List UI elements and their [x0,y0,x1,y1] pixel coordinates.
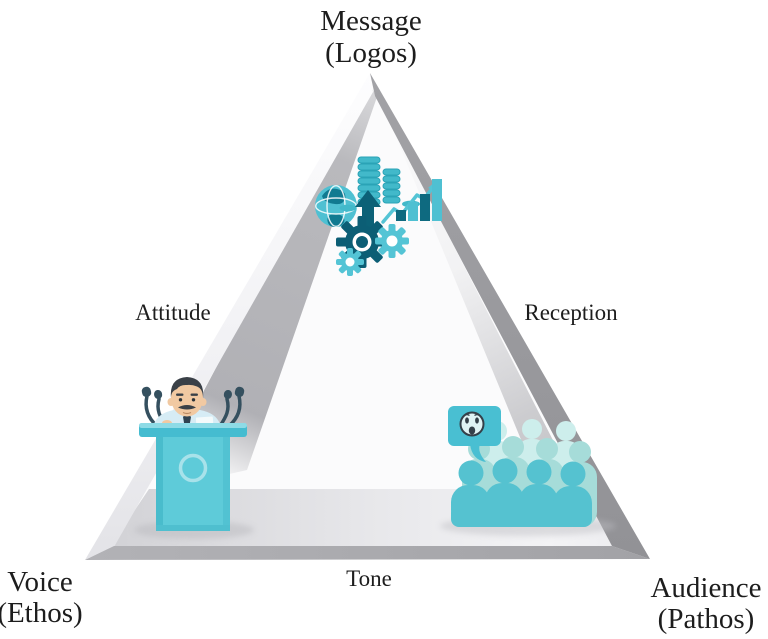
speaker-podium-icon [139,377,247,531]
edge-label-reception: Reception [524,300,618,325]
vertex-label-pathos: (Pathos) [658,603,755,635]
edge-label-tone: Tone [346,566,392,591]
microphone-heads [141,386,245,399]
labels: Message (Logos) Voice (Ethos) Audience (… [0,5,762,635]
vertex-label-voice: Voice [7,566,73,598]
vertex-label-audience: Audience [650,572,761,604]
crowd-front-row [451,458,592,527]
gears-icon [336,216,409,276]
audience-crowd-icon [448,406,597,527]
gear-small [336,248,364,276]
edge-label-attitude: Attitude [135,300,210,325]
vertex-label-logos: (Logos) [325,37,417,69]
podium-ring-emblem [178,453,208,483]
globe-icon [315,184,358,227]
triangle-bottom-edge [85,546,650,560]
message-icon-cluster [315,156,442,276]
growth-arrow-icon [355,190,381,232]
vertex-label-ethos: (Ethos) [0,597,83,629]
vertex-label-message: Message [320,5,421,37]
gear-medium [375,224,409,258]
bar-chart-icon [396,179,442,221]
speech-bubble-face-icon [448,406,501,462]
podium [139,416,247,531]
